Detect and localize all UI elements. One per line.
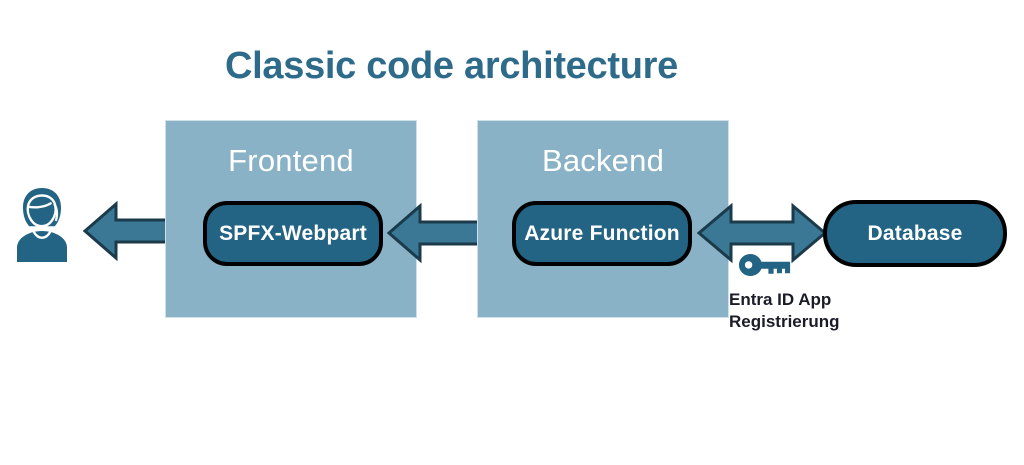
page-title: Classic code architecture (225, 45, 678, 87)
node-spfx-webpart[interactable]: SPFX-Webpart (203, 201, 383, 266)
key-annotation-caption: Entra ID App Registrierung (729, 289, 949, 333)
key-annotation-line1: Entra ID App (729, 290, 832, 309)
node-azure-function[interactable]: Azure Function (512, 201, 692, 266)
zone-frontend-label: Frontend (228, 143, 354, 178)
zone-backend-label: Backend (541, 143, 665, 178)
node-database[interactable]: Database (823, 200, 1007, 267)
key-annotation-line2: Registrierung (729, 312, 840, 331)
key-icon (735, 250, 795, 284)
user-avatar-icon (13, 186, 71, 264)
